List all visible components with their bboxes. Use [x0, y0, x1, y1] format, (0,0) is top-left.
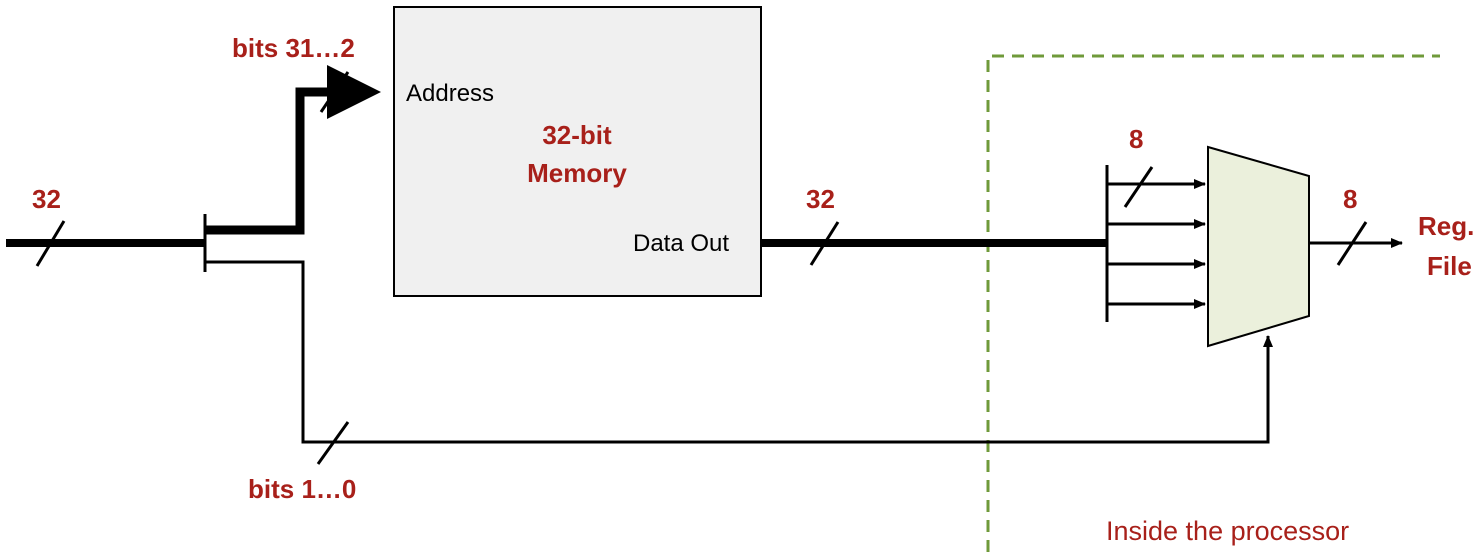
lower-bits-wire — [205, 260, 1273, 444]
data-out-port-label: Data Out — [633, 230, 729, 257]
mux-output-width-label: 8 — [1343, 184, 1357, 214]
processor-boundary — [986, 54, 1440, 552]
mux-input-width-label: 8 — [1129, 124, 1143, 154]
data-out-width-slash — [809, 221, 840, 266]
lower-bits-label: bits 1…0 — [248, 474, 356, 504]
byte-select-mux — [1207, 145, 1310, 348]
memory-title-line1: 32-bit — [542, 120, 612, 150]
upper-bits-label: bits 31…2 — [232, 33, 355, 63]
mux-output-width-slash — [1336, 221, 1368, 266]
input-bus-width-slash — [35, 220, 66, 267]
input-width-label: 32 — [32, 184, 61, 214]
processor-region-label: Inside the processor — [1106, 516, 1349, 546]
reg-file-label-line1: Reg. — [1418, 211, 1474, 241]
memory-block — [393, 6, 762, 297]
reg-file-label-line2: File — [1427, 251, 1472, 281]
memory-title-line2: Memory — [527, 158, 627, 188]
lower-bits-width-slash — [316, 421, 350, 465]
mux-input-width-slash — [1123, 166, 1154, 208]
upper-bits-width-slash — [319, 71, 350, 113]
address-port-label: Address — [406, 80, 494, 107]
data-width-label: 32 — [806, 184, 835, 214]
upper-bits-wire — [205, 65, 381, 235]
